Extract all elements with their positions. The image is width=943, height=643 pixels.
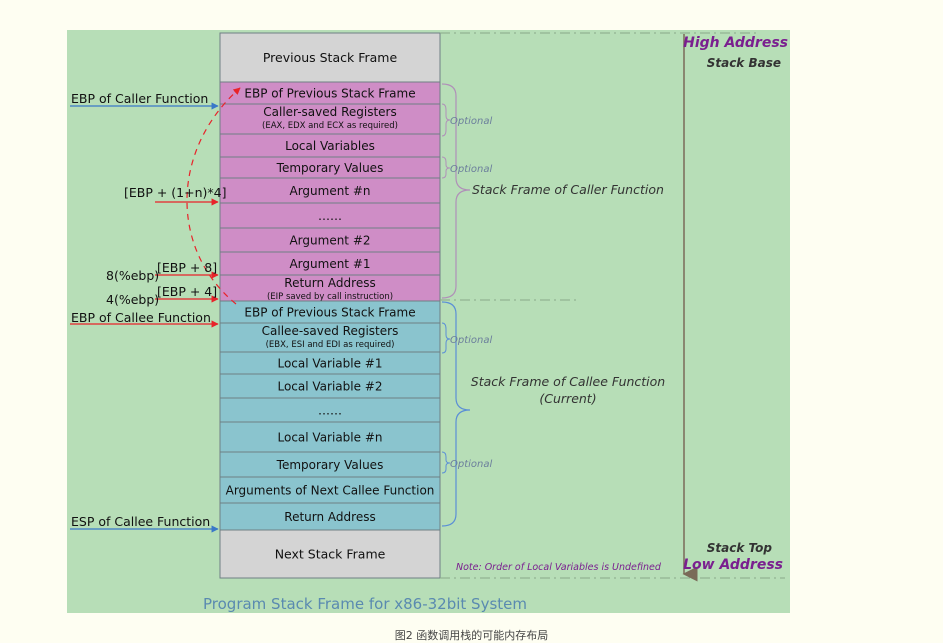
stack-block-label: EBP of Previous Stack Frame — [244, 306, 415, 320]
caller-frame-brace — [441, 83, 471, 299]
stack-block-label: Previous Stack Frame — [263, 50, 398, 65]
ebp-caller-label: EBP of Caller Function — [71, 91, 208, 106]
stack-block — [219, 202, 441, 229]
ebp8-label: [EBP + 8] — [157, 260, 217, 275]
optional-label-4: Optional — [450, 459, 493, 470]
stack-block-label: Local Variable #1 — [277, 357, 382, 371]
stack-base-label: Stack Base — [707, 56, 781, 70]
optional-brace-4 — [441, 451, 451, 474]
stack-block-sublabel: (EAX, EDX and ECX as required) — [262, 121, 398, 131]
diagram-title: Program Stack Frame for x86-32bit System — [203, 595, 527, 613]
stack-block — [219, 103, 441, 135]
stack-block-label: Temporary Values — [276, 458, 384, 472]
stack-block-label: Arguments of Next Callee Function — [226, 484, 435, 498]
stack-block — [219, 421, 441, 453]
ebp4-pre-label: 4(%ebp) — [106, 292, 159, 307]
stack-block-label: Argument #2 — [289, 234, 370, 248]
stack-block-label: Argument #n — [289, 184, 370, 198]
stack-block-label: …… — [318, 404, 342, 418]
stack-block-label: EBP of Previous Stack Frame — [244, 87, 415, 101]
stack-block-label: Local Variables — [285, 139, 375, 153]
stack-block — [219, 32, 441, 83]
stack-block — [219, 322, 441, 353]
stack-block — [219, 373, 441, 399]
stack-block-sublabel: (EBX, ESI and EDI as required) — [266, 340, 395, 350]
stack-top-label: Stack Top — [707, 541, 773, 555]
ebp-chain-curve — [186, 87, 241, 305]
stack-block-label: Caller-saved Registers — [263, 105, 396, 119]
caller-frame-label: Stack Frame of Caller Function — [472, 182, 664, 197]
optional-brace-2 — [441, 156, 451, 179]
esp-callee-label: ESP of Callee Function — [71, 514, 210, 529]
high-address-label: High Address — [683, 35, 788, 51]
ebp-n-label: [EBP + (1+n)*4] — [124, 185, 227, 200]
optional-label-1: Optional — [450, 116, 493, 127]
note-label: Note: Order of Local Variables is Undefi… — [456, 562, 662, 573]
ebp4-label: [EBP + 4] — [157, 284, 217, 299]
optional-label-3: Optional — [450, 335, 493, 346]
stack-block-label: Return Address — [284, 510, 375, 524]
ebp8-pre-label: 8(%ebp) — [106, 268, 159, 283]
stack-block-label: Temporary Values — [276, 161, 384, 175]
ebp-callee-label: EBP of Callee Function — [71, 310, 211, 325]
figure-caption: 图2 函数调用栈的可能内存布局 — [394, 629, 549, 642]
stack-block-label: Local Variable #2 — [277, 380, 382, 394]
callee-frame-label: Stack Frame of Callee Function — [471, 374, 666, 389]
stack-block — [219, 529, 441, 579]
stack-block-label: Callee-saved Registers — [262, 324, 399, 338]
stack-block — [219, 476, 441, 504]
stack-block-label: Local Variable #n — [278, 431, 383, 445]
stack-block — [219, 451, 441, 478]
stack-block-label: Return Address — [284, 276, 375, 290]
optional-brace-3 — [441, 322, 451, 354]
stack-block-label: …… — [318, 209, 342, 223]
optional-label-2: Optional — [450, 164, 493, 175]
stack-block — [219, 502, 441, 531]
callee-frame-brace — [441, 301, 471, 527]
low-address-label: Low Address — [683, 557, 783, 573]
optional-brace-1 — [441, 103, 451, 137]
stack-block-label: Argument #1 — [289, 257, 370, 271]
callee-frame-current-label: (Current) — [539, 391, 596, 406]
stack-block-sublabel: (EIP saved by call instruction) — [267, 292, 393, 302]
stack-block-label: Next Stack Frame — [275, 547, 386, 562]
